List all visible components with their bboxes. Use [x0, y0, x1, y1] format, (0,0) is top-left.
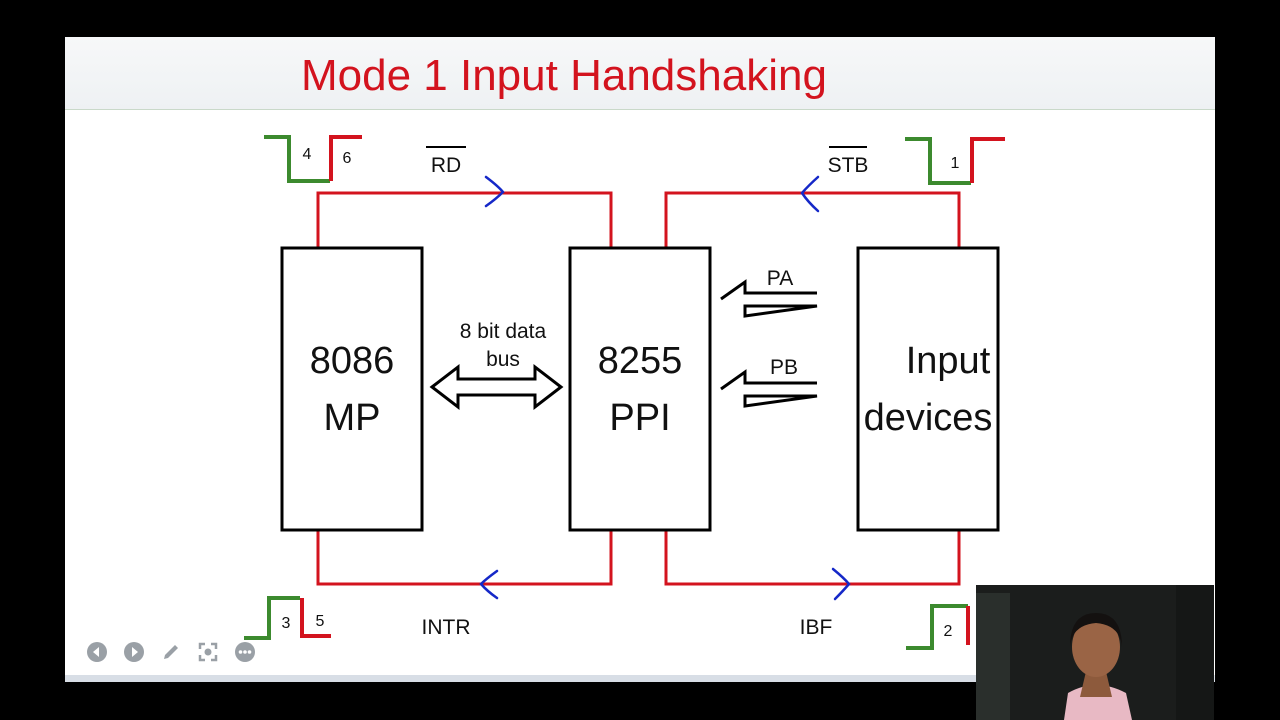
step-4: 4 — [303, 146, 312, 163]
pulse-2-low — [906, 606, 968, 648]
pulse-1-high — [972, 139, 1005, 183]
pulse-4-6-low — [264, 137, 330, 181]
pen-icon — [160, 641, 182, 663]
mp-label-line2: MP — [324, 397, 381, 439]
pulse-1-low — [905, 139, 971, 183]
ppi-box — [570, 248, 710, 530]
stb-label: STB — [828, 154, 869, 177]
ibf-label: IBF — [800, 616, 833, 639]
presenter-video-frame — [976, 585, 1214, 720]
intr-wire — [318, 530, 611, 584]
rd-wire — [318, 193, 611, 248]
stb-wire — [666, 193, 959, 248]
ppi-label-line2: PPI — [609, 397, 670, 439]
input-label-line1: Input — [906, 340, 991, 382]
presenter-webcam — [976, 585, 1214, 720]
pa-label: PA — [767, 267, 793, 290]
pulse-3-5-low — [244, 598, 300, 638]
next-slide-button[interactable] — [122, 640, 146, 664]
prev-icon — [86, 641, 108, 663]
pen-button[interactable] — [159, 640, 183, 664]
rd-label: RD — [431, 154, 461, 177]
more-icon — [234, 641, 256, 663]
bus-label-line2: bus — [486, 348, 520, 371]
mp-label-line1: 8086 — [310, 340, 395, 382]
presentation-toolbar — [85, 640, 257, 664]
zoom-icon — [197, 641, 219, 663]
step-3: 3 — [282, 615, 291, 632]
zoom-button[interactable] — [196, 640, 220, 664]
step-6: 6 — [343, 150, 352, 167]
pb-label: PB — [770, 356, 798, 379]
data-bus-arrow-icon — [432, 367, 561, 407]
bus-label-line1: 8 bit data — [460, 320, 547, 343]
step-2: 2 — [944, 623, 953, 640]
ibf-wire — [666, 530, 959, 584]
prev-slide-button[interactable] — [85, 640, 109, 664]
next-icon — [123, 641, 145, 663]
step-1: 1 — [951, 155, 960, 172]
more-options-button[interactable] — [233, 640, 257, 664]
mp-box — [282, 248, 422, 530]
ppi-label-line1: 8255 — [598, 340, 683, 382]
step-5: 5 — [316, 613, 325, 630]
pulse-2 — [906, 606, 968, 648]
input-label-line2: devices — [864, 397, 993, 439]
input-devices-box — [858, 248, 998, 530]
intr-label: INTR — [422, 616, 471, 639]
